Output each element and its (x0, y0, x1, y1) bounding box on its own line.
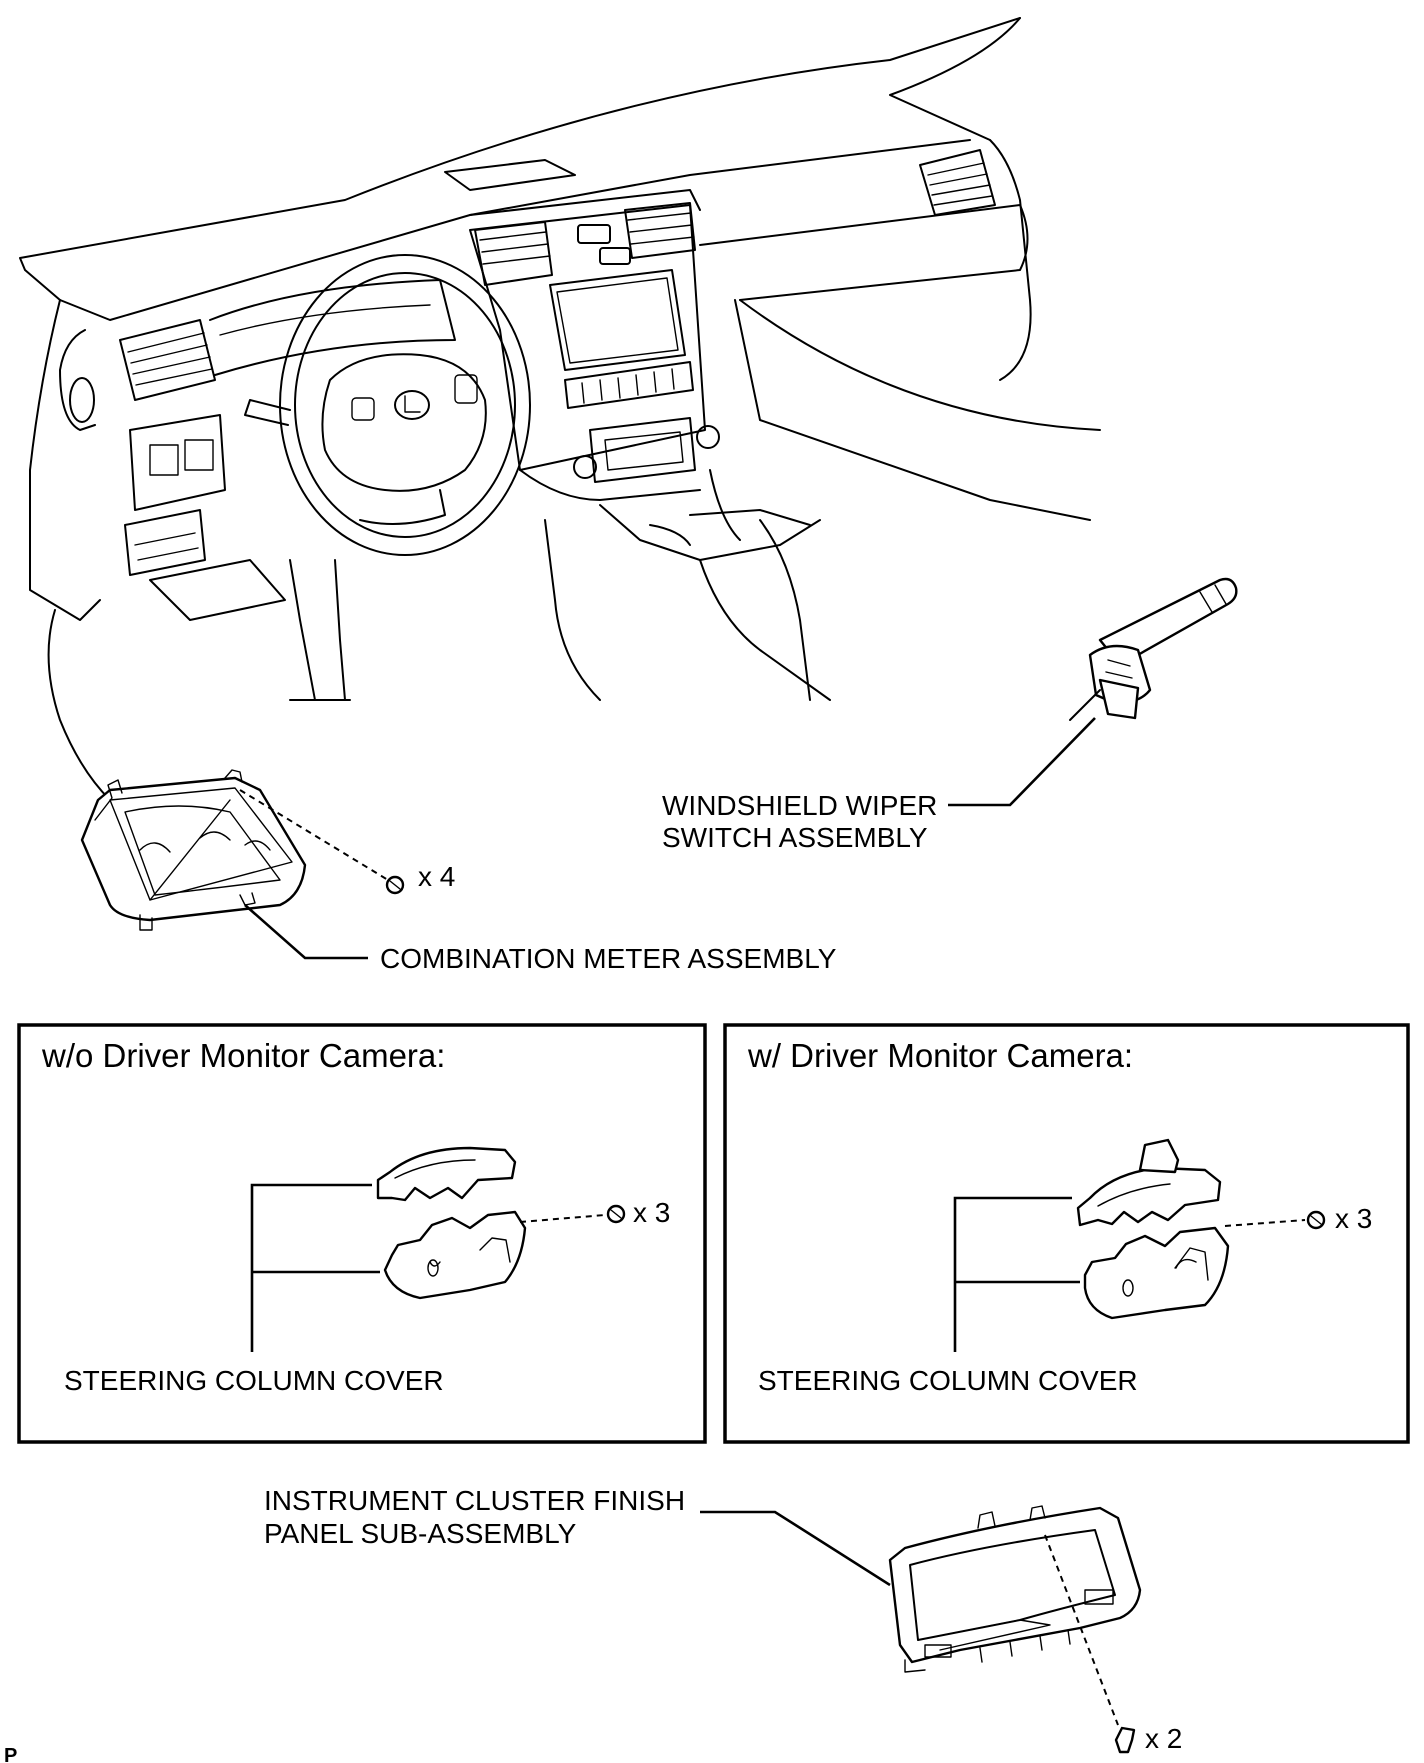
combination-meter-leader-line (244, 904, 368, 960)
finish-panel-screw-dash-line (1044, 1534, 1119, 1726)
page-marker: P (4, 1745, 17, 1763)
finish-panel-label-line1: INSTRUMENT CLUSTER FINISH (264, 1485, 685, 1516)
left-cover-upper-leader (250, 1183, 372, 1352)
left-cover-screw-dash-line (519, 1214, 606, 1223)
panel-with-camera-title: w/ Driver Monitor Camera: (747, 1037, 1133, 1074)
navigation-screen (549, 269, 686, 371)
panel-with-camera (723, 1023, 1410, 1444)
panel-without-camera (17, 1023, 707, 1444)
finish-panel-illustration (888, 1505, 1142, 1673)
right-cover-screw-dash-line (1224, 1219, 1306, 1227)
panel-without-camera-title: w/o Driver Monitor Camera: (41, 1037, 445, 1074)
dashboard-illustration (19, 17, 1101, 801)
wiper-switch-leader-line (948, 717, 1096, 807)
finish-panel-clip-icon (1114, 1726, 1136, 1754)
left-cover-screw-quantity: x 3 (633, 1197, 670, 1228)
steering-column-cover-lower-with-camera-illustration (1083, 1226, 1230, 1320)
left-steering-column-cover-label: STEERING COLUMN COVER (64, 1365, 444, 1396)
right-cover-upper-leader (953, 1196, 1072, 1352)
meter-screw-icon (385, 875, 405, 895)
steering-column-cover-upper-illustration (376, 1146, 517, 1202)
combination-meter-label: COMBINATION METER ASSEMBLY (380, 943, 837, 974)
wiper-switch-label-line2: SWITCH ASSEMBLY (662, 822, 928, 853)
wiper-switch-label-line1: WINDSHIELD WIPER (662, 790, 937, 821)
right-cover-screw-icon (1306, 1210, 1326, 1230)
finish-panel-leader-line (700, 1510, 891, 1587)
steering-column-cover-lower-illustration (383, 1210, 527, 1300)
meter-screw-quantity: x 4 (418, 861, 455, 892)
finish-panel-label-line2: PANEL SUB-ASSEMBLY (264, 1518, 577, 1549)
combination-meter-illustration (80, 769, 307, 931)
lexus-emblem-icon (394, 390, 430, 420)
left-cover-screw-icon (606, 1204, 626, 1224)
windshield-wiper-switch-illustration (1069, 577, 1238, 721)
meter-screw-dash-line (239, 789, 389, 881)
steering-column-cover-upper-with-camera-illustration (1076, 1138, 1222, 1227)
finish-panel-clip-quantity: x 2 (1145, 1723, 1182, 1754)
steering-wheel-outline (279, 254, 531, 556)
right-cover-screw-quantity: x 3 (1335, 1203, 1372, 1234)
right-steering-column-cover-label: STEERING COLUMN COVER (758, 1365, 1138, 1396)
driver-monitor-camera (1138, 1138, 1180, 1174)
